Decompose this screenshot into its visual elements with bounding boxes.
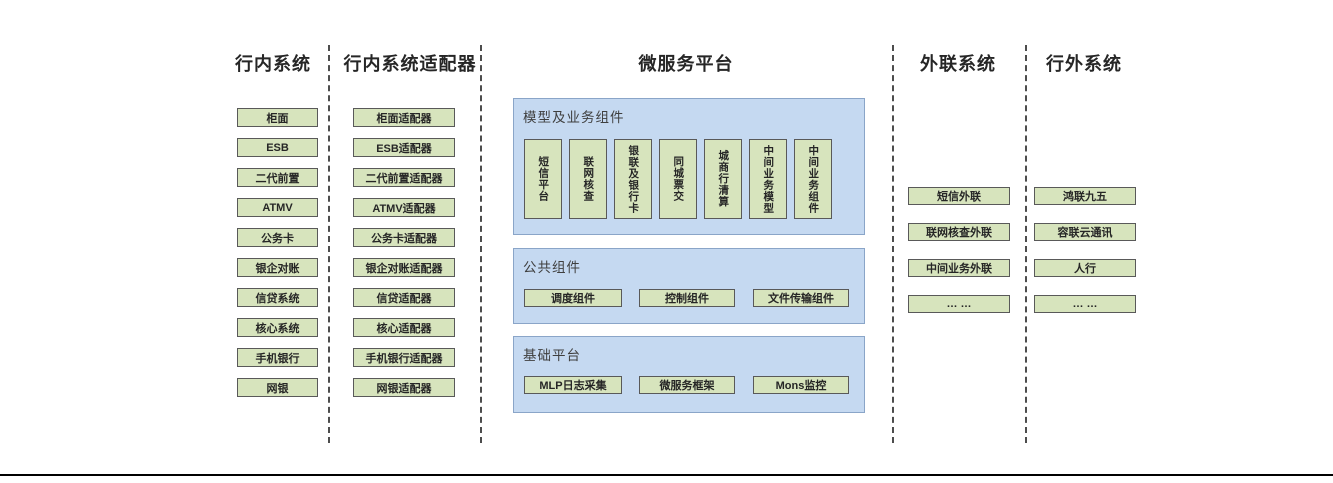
common-component-box: 调度组件: [524, 289, 622, 307]
common-component-box: 控制组件: [639, 289, 735, 307]
header-external-systems: 行外系统: [1046, 54, 1122, 74]
model-component-box: 中间业务模型: [749, 139, 787, 219]
inbank-system-box: 银企对账: [237, 258, 318, 277]
model-component-box: 银联及银行卡: [614, 139, 652, 219]
outlink-system-box: … …: [908, 295, 1010, 313]
outlink-system-box: 中间业务外联: [908, 259, 1010, 277]
base-platform-box: MLP日志采集: [524, 376, 622, 394]
column-separator: [480, 45, 482, 443]
outlink-system-box: 联网核查外联: [908, 223, 1010, 241]
external-system-box: 容联云通讯: [1034, 223, 1136, 241]
header-inbank-systems: 行内系统: [235, 54, 311, 74]
inbank-system-box: 手机银行: [237, 348, 318, 367]
panel-title: 基础平台: [523, 348, 581, 363]
panel-model-business-components: 模型及业务组件 短信平台 联网核查 银联及银行卡 同城票交 城商行清算 中间业务…: [513, 98, 865, 235]
inbank-system-box: 网银: [237, 378, 318, 397]
header-microservice-platform: 微服务平台: [638, 54, 734, 74]
inbank-system-box: 信贷系统: [237, 288, 318, 307]
panel-title: 公共组件: [523, 260, 581, 275]
adapter-box: 信贷适配器: [353, 288, 455, 307]
header-outlink-systems: 外联系统: [920, 54, 996, 74]
external-system-box: 鸿联九五: [1034, 187, 1136, 205]
adapter-box: ESB适配器: [353, 138, 455, 157]
adapter-box: 公务卡适配器: [353, 228, 455, 247]
base-platform-box: 微服务框架: [639, 376, 735, 394]
column-separator: [328, 45, 330, 443]
external-system-box: 人行: [1034, 259, 1136, 277]
adapter-box: 二代前置适配器: [353, 168, 455, 187]
inbank-system-box: ESB: [237, 138, 318, 157]
common-component-box: 文件传输组件: [753, 289, 849, 307]
panel-title: 模型及业务组件: [523, 110, 625, 125]
inbank-system-box: ATMV: [237, 198, 318, 217]
adapter-box: 手机银行适配器: [353, 348, 455, 367]
inbank-system-box: 核心系统: [237, 318, 318, 337]
model-component-box: 城商行清算: [704, 139, 742, 219]
model-component-box: 同城票交: [659, 139, 697, 219]
inbank-system-box: 柜面: [237, 108, 318, 127]
column-separator: [892, 45, 894, 443]
inbank-system-box: 公务卡: [237, 228, 318, 247]
adapter-box: 银企对账适配器: [353, 258, 455, 277]
adapter-box: ATMV适配器: [353, 198, 455, 217]
outlink-system-box: 短信外联: [908, 187, 1010, 205]
header-inbank-adapters: 行内系统适配器: [343, 54, 477, 74]
base-platform-box: Mons监控: [753, 376, 849, 394]
model-component-box: 短信平台: [524, 139, 562, 219]
bottom-divider-line: [0, 474, 1333, 476]
model-component-box: 联网核查: [569, 139, 607, 219]
adapter-box: 网银适配器: [353, 378, 455, 397]
external-system-box: … …: [1034, 295, 1136, 313]
model-component-box: 中间业务组件: [794, 139, 832, 219]
inbank-system-box: 二代前置: [237, 168, 318, 187]
adapter-box: 核心适配器: [353, 318, 455, 337]
panel-base-platform: 基础平台 MLP日志采集 微服务框架 Mons监控: [513, 336, 865, 413]
column-separator: [1025, 45, 1027, 443]
adapter-box: 柜面适配器: [353, 108, 455, 127]
panel-common-components: 公共组件 调度组件 控制组件 文件传输组件: [513, 248, 865, 324]
